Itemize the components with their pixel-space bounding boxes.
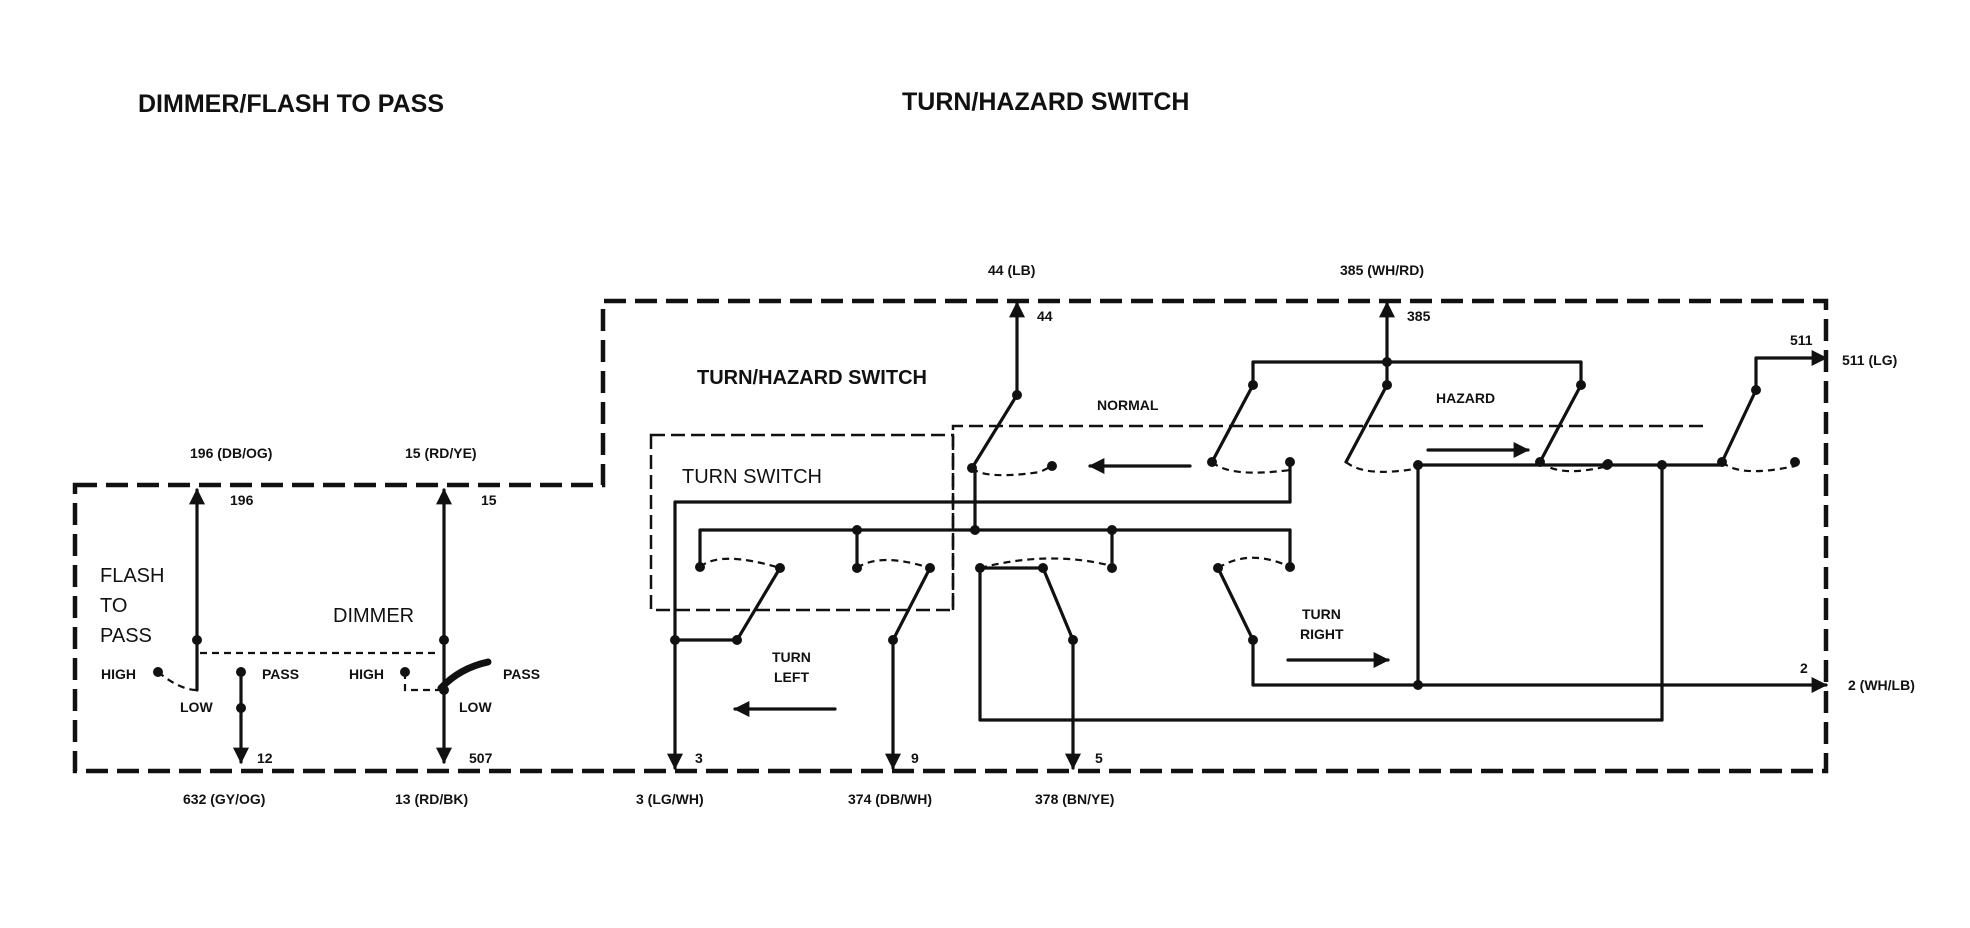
normal-contact-2 xyxy=(1047,461,1057,471)
wire-385-label: 385 (WH/RD) xyxy=(1340,262,1424,278)
wire-196-label: 196 (DB/OG) xyxy=(190,445,272,461)
wire-2 xyxy=(1251,638,1828,693)
high-label-right: HIGH xyxy=(349,666,384,682)
wire-3-bus xyxy=(667,500,1292,770)
wire-511-pin: 511 xyxy=(1790,332,1813,348)
flash-label-1: FLASH xyxy=(100,565,164,587)
turn-right-label-1: TURN xyxy=(1302,606,1341,622)
wire-12-pin: 12 xyxy=(257,750,273,766)
hazard-blade-1 xyxy=(1210,383,1255,464)
turn-arc xyxy=(1217,556,1291,569)
junction-dot xyxy=(1413,680,1423,690)
dimmer-switch-blade xyxy=(437,658,492,692)
wire-374-label: 374 (DB/WH) xyxy=(848,791,932,807)
wire-632-label: 632 (GY/OG) xyxy=(183,791,265,807)
junction-dot xyxy=(439,685,449,695)
pass-label-right: PASS xyxy=(503,666,540,682)
hazard-blade-3 xyxy=(1538,383,1583,464)
high-contact-left xyxy=(153,667,163,677)
dimmer-section: 196 (DB/OG) 196 15 (RD/YE) 15 FLASH TO P… xyxy=(100,445,540,807)
hazard-blade-4 xyxy=(1720,388,1758,464)
junction-dot xyxy=(970,525,980,535)
normal-label: NORMAL xyxy=(1097,397,1159,413)
turn-5-blade xyxy=(1041,566,1075,642)
hazard-label: HAZARD xyxy=(1436,390,1495,406)
turn-arc xyxy=(856,558,931,570)
hazard-switch-box xyxy=(951,424,1707,610)
wire-9-pin: 9 xyxy=(911,750,919,766)
turn-contact xyxy=(1213,563,1223,573)
hazard-blade-2 xyxy=(1344,383,1389,464)
wire-3-pin: 3 xyxy=(695,750,703,766)
normal-switch-arc xyxy=(971,465,1053,477)
junction-dot xyxy=(1657,460,1667,470)
wire-5-pin: 5 xyxy=(1095,750,1103,766)
dimmer-switch-arc xyxy=(403,672,444,692)
turn-left-label-2: LEFT xyxy=(774,669,809,685)
turn-right-blade xyxy=(1216,566,1255,642)
title-turn-hazard-switch: TURN/HAZARD SWITCH xyxy=(902,88,1189,116)
pass-label-left: PASS xyxy=(262,666,299,682)
wire-511 xyxy=(1754,350,1828,392)
wire-507-pin: 507 xyxy=(469,750,493,766)
wire-44-pin: 44 xyxy=(1037,308,1053,324)
wire-15-label: 15 (RD/YE) xyxy=(405,445,477,461)
low-label-right: LOW xyxy=(459,699,492,715)
hazard-arc-2 xyxy=(1345,461,1421,473)
dimmer-label: DIMMER xyxy=(333,605,414,627)
hazard-bus xyxy=(1251,360,1583,387)
turn-right-label-2: RIGHT xyxy=(1300,626,1344,642)
switch-boundary xyxy=(72,298,1829,774)
turn-contact xyxy=(1107,563,1117,573)
title-dimmer-flash-to-pass: DIMMER/FLASH TO PASS xyxy=(138,90,444,118)
left-bus xyxy=(698,466,977,565)
flash-label-3: PASS xyxy=(100,625,152,647)
turn-left-label-1: TURN xyxy=(772,649,811,665)
turn-9-blade xyxy=(891,566,932,642)
turn-contact xyxy=(925,563,935,573)
turn-arc xyxy=(699,557,781,570)
turn-hazard-switch-label: TURN/HAZARD SWITCH xyxy=(697,367,927,389)
hazard-arc-1 xyxy=(1211,461,1292,474)
turn-left-blade xyxy=(735,566,782,642)
wire-2-pin: 2 xyxy=(1800,660,1808,676)
junction-dot xyxy=(236,703,246,713)
wire-15-pin: 15 xyxy=(481,492,497,508)
turn-contact xyxy=(775,563,785,573)
hazard-contact xyxy=(1790,457,1800,467)
high-label-left: HIGH xyxy=(101,666,136,682)
turn-hazard-section: TURN/HAZARD SWITCH TURN SWITCH 44 (LB) 4… xyxy=(636,262,1915,807)
wire-bottom-bus xyxy=(978,566,1664,722)
wire-196-pin: 196 xyxy=(230,492,254,508)
wire-511-label: 511 (LG) xyxy=(1842,352,1897,368)
flash-label-2: TO xyxy=(100,595,127,617)
wire-2-label: 2 (WH/LB) xyxy=(1848,677,1915,693)
turn-arc xyxy=(979,557,1113,570)
turn-switch-label: TURN SWITCH xyxy=(682,466,822,488)
wire-13-label: 13 (RD/BK) xyxy=(395,791,468,807)
hazard-arc-4 xyxy=(1721,461,1796,473)
wire-378-label: 378 (BN/YE) xyxy=(1035,791,1114,807)
turn-switch-box xyxy=(649,433,955,612)
wire-3-label: 3 (LG/WH) xyxy=(636,791,704,807)
normal-switch-blade xyxy=(970,393,1019,470)
wire-44-label: 44 (LB) xyxy=(988,262,1035,278)
junction-dot xyxy=(1602,460,1612,470)
wire-385-pin: 385 xyxy=(1407,308,1431,324)
low-label-left: LOW xyxy=(180,699,213,715)
flash-switch-arc xyxy=(157,671,198,692)
